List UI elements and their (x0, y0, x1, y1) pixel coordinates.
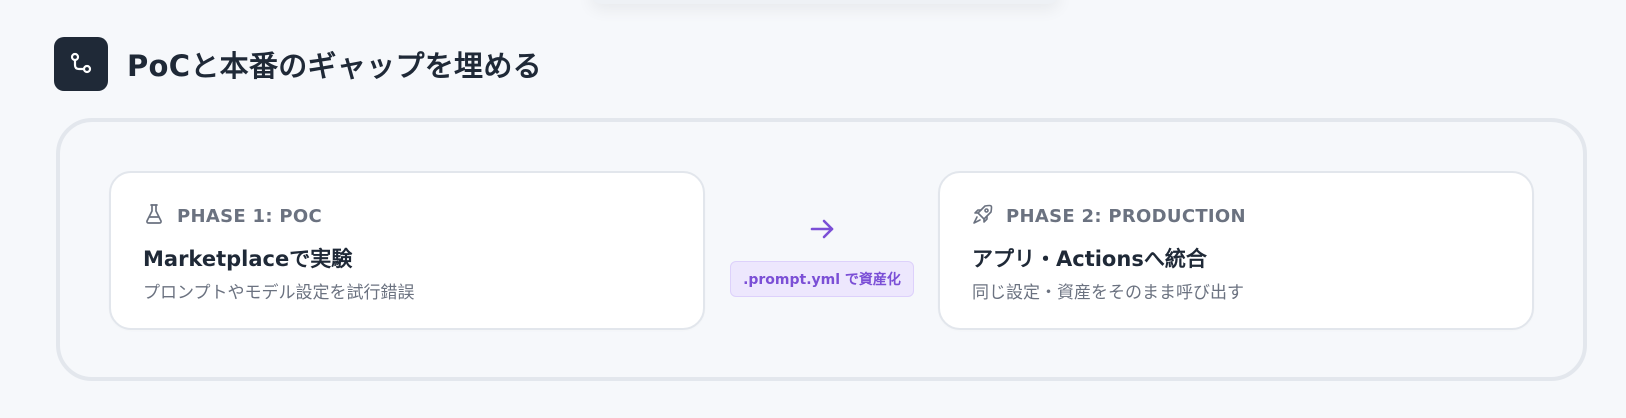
phase1-header: PHASE 1: POC (143, 203, 322, 229)
flask-icon (143, 203, 165, 229)
phase2-label: PHASE 2: PRODUCTION (1006, 205, 1246, 227)
phase2-card: PHASE 2: PRODUCTION アプリ・Actionsへ統合 同じ設定・… (938, 171, 1534, 330)
phase-connector: .prompt.yml で資産化 (730, 212, 914, 297)
rocket-icon (972, 203, 994, 229)
git-branch-icon (54, 37, 108, 91)
section-title: PoCと本番のギャップを埋める (127, 49, 542, 83)
top-card-shadow (590, 0, 1060, 4)
phase1-card: PHASE 1: POC Marketplaceで実験 プロンプトやモデル設定を… (109, 171, 705, 330)
phase2-description: 同じ設定・資産をそのまま呼び出す (972, 283, 1244, 303)
phase1-title: Marketplaceで実験 (143, 247, 353, 271)
arrow-right-icon (805, 212, 839, 246)
section-header: PoCと本番のギャップを埋める (54, 37, 542, 91)
prompt-yml-badge: .prompt.yml で資産化 (730, 261, 914, 297)
phase1-label: PHASE 1: POC (177, 205, 323, 227)
phase1-description: プロンプトやモデル設定を試行錯誤 (143, 283, 415, 303)
phase2-title: アプリ・Actionsへ統合 (972, 247, 1207, 271)
phase2-header: PHASE 2: PRODUCTION (972, 203, 1246, 229)
